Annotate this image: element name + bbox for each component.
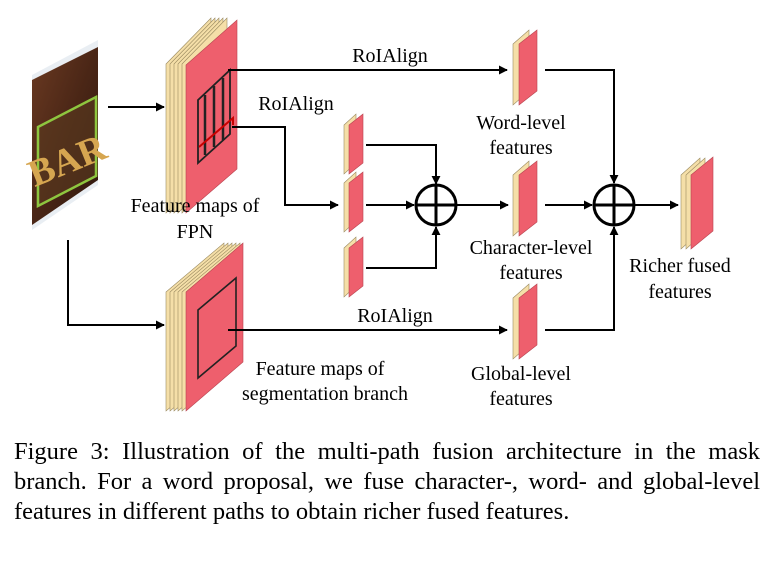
character-feature-slab-1: [343, 113, 364, 175]
character-feature-slab-2: [343, 171, 364, 233]
label-char-line1: Character-level: [470, 237, 593, 259]
arrows: [67, 65, 679, 335]
label-fpn-line2: FPN: [177, 221, 214, 243]
label-roialign-global: RoIAlign: [357, 305, 433, 327]
global-level-feature-slab: [512, 283, 538, 360]
label-fpn-line1: Feature maps of: [131, 195, 260, 217]
label-roialign-word: RoIAlign: [352, 45, 428, 67]
label-seg-line1: Feature maps of: [256, 358, 385, 380]
arrow-fpn-to-characters: [232, 126, 339, 210]
arrow-char3-to-sum: [366, 226, 441, 269]
label-global-line2: features: [489, 388, 553, 410]
character-level-feature-slab: [512, 160, 538, 237]
label-char-line2: features: [499, 262, 563, 284]
fpn-feature-stack: [165, 17, 238, 214]
segmentation-feature-stack: [165, 242, 244, 412]
character-feature-slab-3: [343, 236, 364, 298]
sum-operator-character: [414, 183, 458, 227]
label-word-line2: features: [489, 137, 553, 159]
sum-operator-fusion: [592, 183, 636, 227]
arrow-char1-to-sum: [366, 144, 441, 185]
arrow-global-to-fusion: [545, 226, 619, 331]
word-level-feature-slab: [512, 29, 538, 106]
figure-caption: Figure 3: Illustration of the multi-path…: [14, 438, 760, 525]
label-fused-line2: features: [648, 281, 712, 303]
fused-feature-stack: [680, 156, 714, 250]
label-seg-line2: segmentation branch: [242, 383, 408, 405]
architecture-diagram: BAR: [22, 17, 731, 412]
input-image: BAR: [22, 40, 113, 230]
label-word-line1: Word-level: [476, 112, 566, 134]
label-roialign-char: RoIAlign: [258, 93, 334, 115]
label-fused-line1: Richer fused: [629, 255, 731, 277]
label-global-line1: Global-level: [471, 363, 571, 385]
arrow-word-to-fusion: [545, 69, 619, 184]
arrow-image-to-segmentation: [67, 240, 165, 330]
